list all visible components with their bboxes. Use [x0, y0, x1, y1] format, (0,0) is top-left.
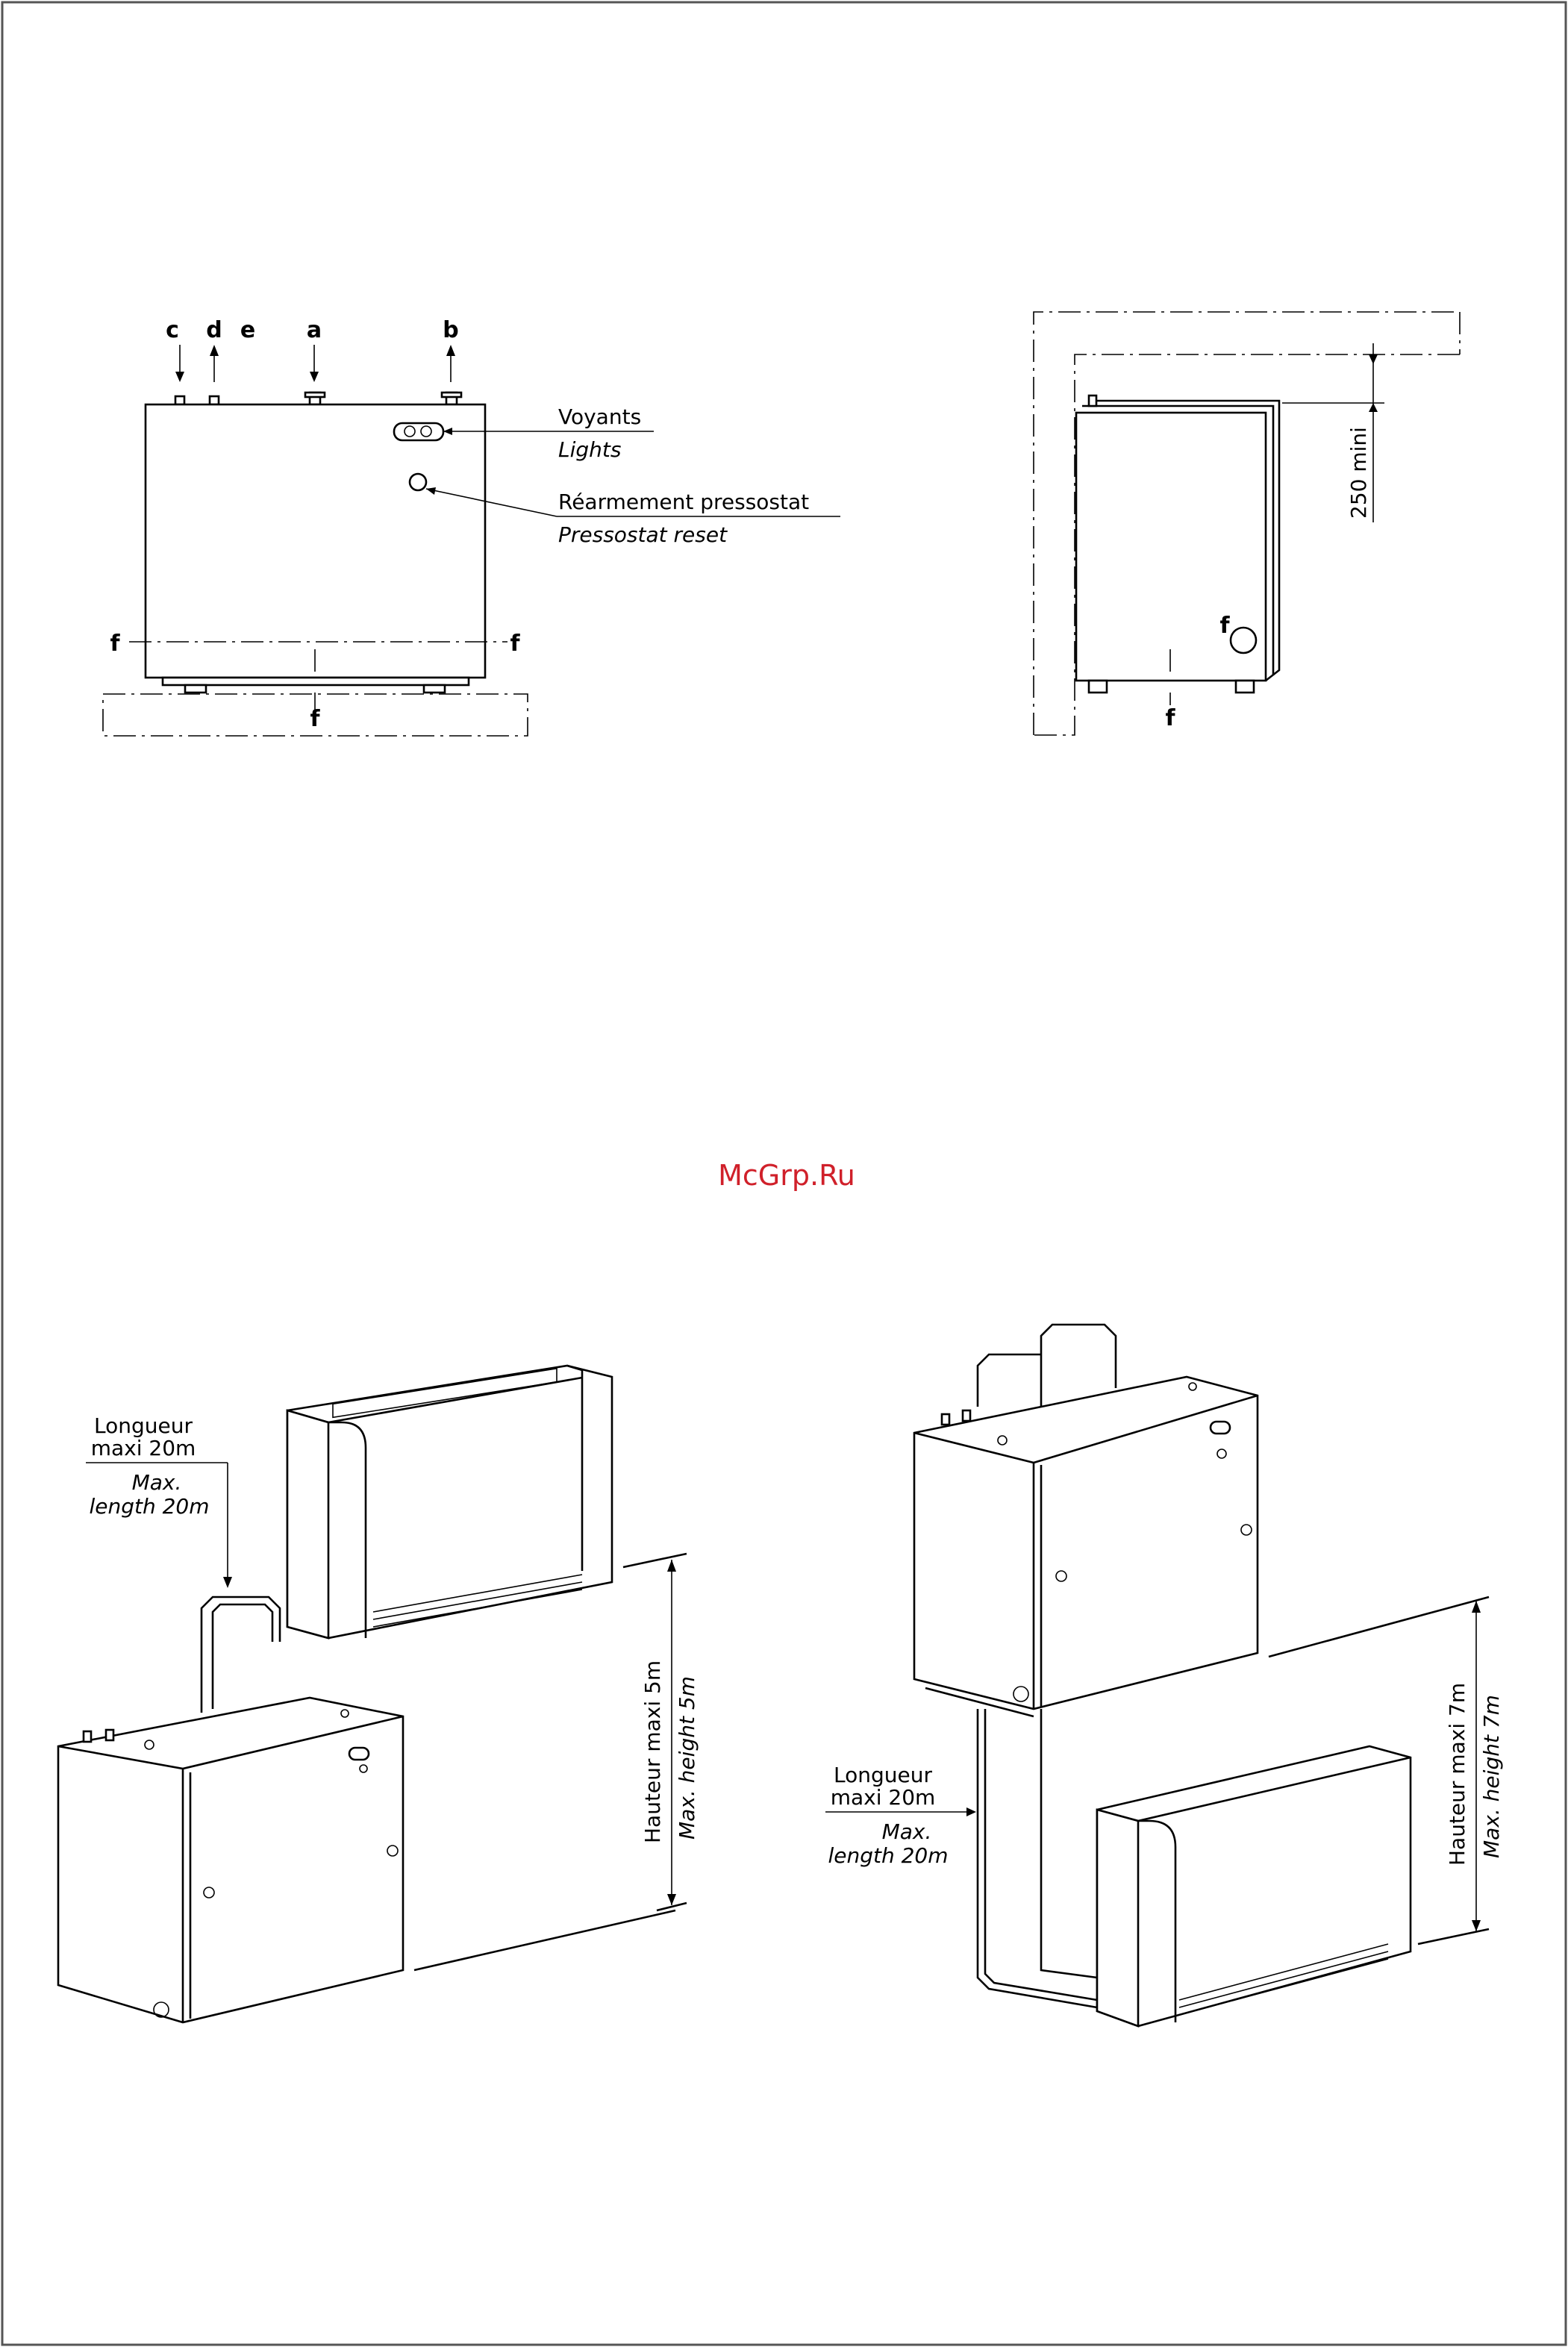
lights-label-en: Lights	[558, 437, 621, 462]
left-length-fr-2: maxi 20m	[91, 1436, 196, 1460]
front-unit-body	[146, 404, 485, 678]
right-length-fr-1: Longueur	[834, 1763, 932, 1787]
right-length-en-2: length 20m	[828, 1843, 948, 1868]
right-length-fr-2: maxi 20m	[831, 1785, 936, 1810]
axis-label-f-bottom: f	[310, 706, 320, 732]
right-pipe-down-3	[1041, 1709, 1097, 1978]
clearance-value: 250 mini	[1346, 427, 1371, 519]
flow-arrows	[175, 345, 455, 382]
left-height-fr: Hauteur maxi 5m	[640, 1660, 665, 1843]
left-length-fr-1: Longueur	[94, 1413, 193, 1438]
left-height-en: Max. height 5m	[675, 1676, 699, 1840]
left-length-en-1: Max.	[132, 1470, 182, 1495]
install-left: Hauteur maxi 5m Max. height 5m Longueur …	[58, 1366, 699, 2022]
axis-label-f-right: f	[510, 631, 520, 657]
connection-label-b: b	[443, 317, 458, 343]
front-view: c d e a b V	[103, 317, 840, 736]
connection-label-a: a	[307, 317, 322, 343]
side-view: f f 250 mini	[1034, 312, 1460, 735]
connection-label-d: d	[206, 317, 222, 343]
side-axis-label-f-bottom: f	[1165, 705, 1175, 731]
axis-label-f-left: f	[110, 631, 120, 657]
side-axis-label-f-upper: f	[1219, 613, 1230, 639]
right-pipe-top-2	[978, 1354, 1041, 1407]
right-box-unit	[914, 1377, 1258, 1716]
reset-label-en: Pressostat reset	[558, 522, 728, 547]
reset-label-fr: Réarmement pressostat	[558, 490, 809, 514]
right-length-en-1: Max.	[882, 1819, 932, 1844]
left-wall-unit	[287, 1366, 612, 1638]
install-right: Hauteur maxi 7m Max. height 7m Longueur …	[825, 1325, 1504, 2026]
lights-indicator	[394, 423, 443, 440]
connection-label-e: e	[240, 317, 255, 343]
right-console-unit	[1097, 1746, 1411, 2026]
lights-label-fr: Voyants	[558, 404, 641, 429]
left-length-en-2: length 20m	[89, 1494, 209, 1519]
left-pipe-2	[213, 1604, 272, 1709]
connection-label-c: c	[166, 317, 179, 343]
right-height-en: Max. height 7m	[1479, 1695, 1504, 1858]
left-floor-unit	[58, 1698, 403, 2022]
right-height-fr: Hauteur maxi 7m	[1445, 1683, 1469, 1866]
side-unit-body	[1076, 413, 1266, 681]
right-pipe-down-1	[978, 1709, 1097, 2007]
watermark: McGrp.Ru	[718, 1159, 855, 1192]
